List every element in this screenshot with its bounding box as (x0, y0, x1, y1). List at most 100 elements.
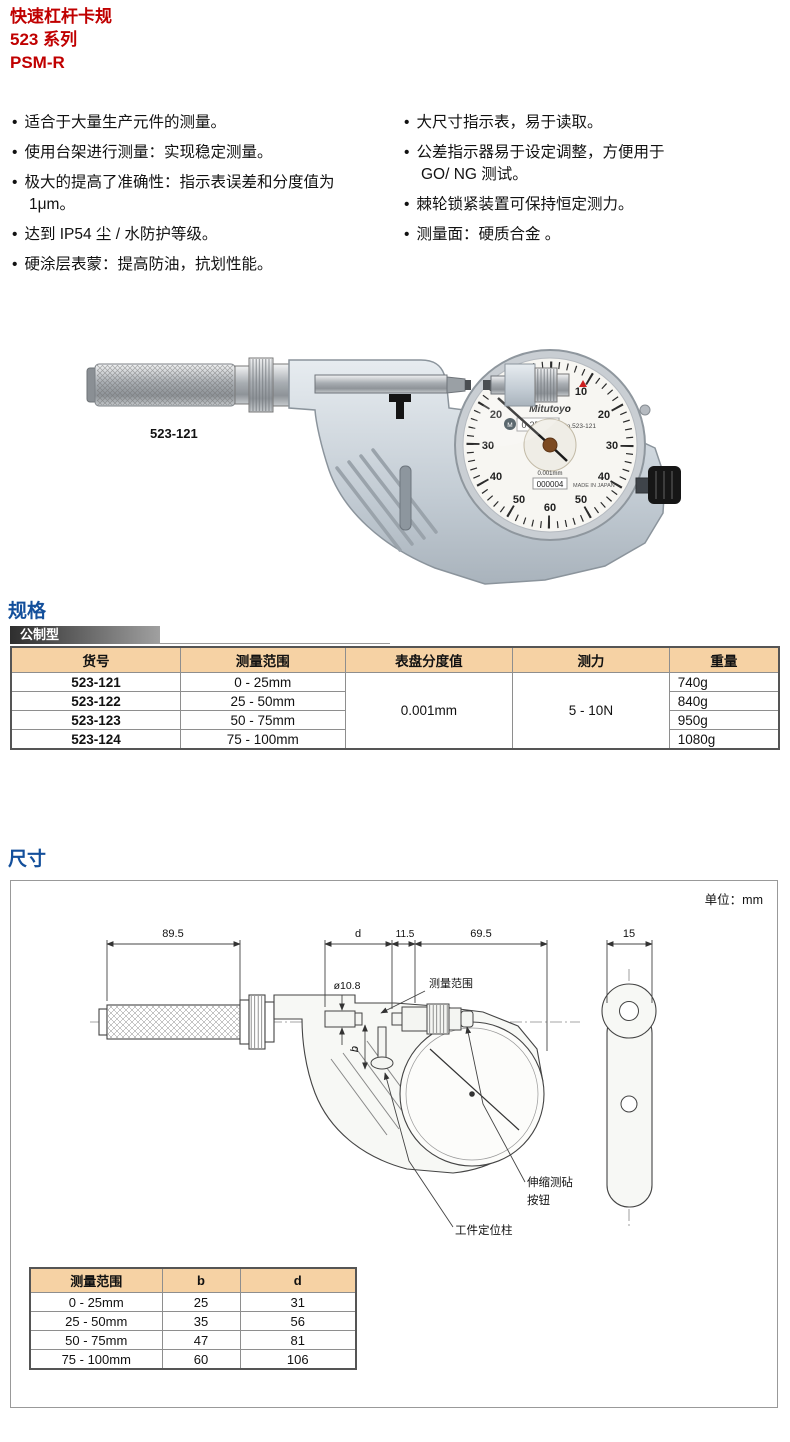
thimble-collar (234, 357, 290, 413)
frame-slot (399, 465, 412, 531)
spindle-assembly (314, 363, 570, 407)
anvil-face-right (483, 380, 491, 390)
dim-15: 15 (623, 928, 635, 940)
spec-col-header: 重量 (668, 646, 780, 673)
feature-list-left: 适合于大量生产元件的测量。 使用台架进行测量：实现稳定测量。 极大的提高了准确性… (12, 112, 404, 284)
spec-range: 75 - 100mm (179, 729, 346, 750)
bd-row: 50 - 75mm 47 81 (29, 1330, 357, 1350)
spec-force: 5 - 10N (512, 672, 670, 750)
spec-range: 25 - 50mm (179, 691, 346, 711)
feature-item: 使用台架进行测量：实现稳定测量。 (12, 142, 355, 164)
feature-item: 棘轮锁紧装置可保持恒定测力。 (404, 194, 683, 216)
spec-code: 523-122 (10, 691, 181, 711)
product-photo: 0 10 20 30 40 50 60 50 40 30 20 10 Mitut… (86, 349, 681, 585)
spec-code: 523-124 (10, 729, 181, 750)
dim-69-5: 69.5 (470, 928, 491, 940)
spec-weight: 950g (668, 710, 780, 730)
counter-window (532, 477, 568, 490)
dial-number: 60 (544, 502, 556, 514)
dial-number: 50 (575, 494, 587, 506)
photo-model-label: 523-121 (150, 426, 198, 441)
bd-b: 47 (161, 1330, 241, 1350)
counter-value: 000004 (537, 480, 564, 489)
spec-code: 523-123 (10, 710, 181, 730)
tolerance-pointer (579, 380, 587, 387)
product-title-line2: 523 系列 (10, 29, 78, 49)
bd-range: 25 - 50mm (29, 1311, 163, 1331)
spec-col-header: 货号 (10, 646, 181, 673)
spec-weight: 1080g (668, 729, 780, 750)
drawing-needle (429, 1048, 520, 1131)
product-title-line1: 快速杠杆卡规 (10, 7, 112, 26)
drawing-dial (399, 1021, 545, 1167)
dial-number: 40 (598, 471, 610, 483)
feature-lists: 适合于大量生产元件的测量。 使用台架进行测量：实现稳定测量。 极大的提高了准确性… (12, 112, 776, 284)
dial-major-ticks (466, 361, 634, 529)
dimensions-section-title: 尺寸 (8, 849, 47, 870)
bd-b: 60 (161, 1349, 241, 1370)
dimension-lines (106, 940, 653, 1228)
anvil-button-label-2: 按钮 (527, 1193, 550, 1207)
spec-code: 523-121 (10, 672, 181, 692)
product-title: 快速杠杆卡规 523 系列 PSM-R (10, 6, 112, 75)
feature-item: 硬涂层表蒙：提高防油，抗划性能。 (12, 254, 355, 276)
bd-range: 75 - 100mm (29, 1349, 163, 1370)
bd-header-row: 测量范围 b d (29, 1267, 357, 1293)
spec-graduation: 0.001mm (344, 672, 514, 750)
bd-col-header: b (161, 1267, 241, 1293)
dial-number: 50 (513, 494, 525, 506)
feature-item: 适合于大量生产元件的测量。 (12, 112, 355, 134)
dim-handle-length: 89.5 (162, 928, 183, 940)
spindle (314, 374, 448, 394)
dial-number: 10 (575, 386, 587, 398)
spec-col-header: 测力 (512, 646, 670, 673)
dial-number: 20 (490, 409, 502, 421)
feature-item: 达到 IP54 尘 / 水防护等级。 (12, 224, 355, 246)
spec-range: 50 - 75mm (179, 710, 346, 730)
bd-col-header: 测量范围 (29, 1267, 163, 1293)
bd-row: 25 - 50mm 35 56 (29, 1311, 357, 1331)
dimensions-box: 单位：mm (10, 880, 778, 1408)
dial-brand: Mitutoyo (529, 404, 571, 415)
anvil-housing (504, 363, 536, 407)
dial-number: 30 (606, 440, 618, 452)
bd-range: 0 - 25mm (29, 1292, 163, 1312)
metric-tab: 公制型 (10, 626, 160, 644)
spec-row: 523-121 0 - 25mm 0.001mm 5 - 10N 740g (10, 672, 780, 750)
frame-screw (639, 404, 651, 416)
bd-d: 81 (239, 1330, 357, 1350)
feature-item: 极大的提高了准确性：指示表误差和分度值为 1μm。 (12, 172, 355, 216)
spec-row: 523-123 50 - 75mm 950g (10, 710, 780, 730)
spec-row: 523-124 75 - 100mm 1080g (10, 729, 780, 750)
feature-item: 大尺寸指示表，易于读取。 (404, 112, 683, 134)
bd-d: 56 (239, 1311, 357, 1331)
bd-d: 31 (239, 1292, 357, 1312)
bd-table: 测量范围 b d 0 - 25mm 25 31 25 - 50mm 35 56 … (29, 1267, 357, 1370)
brand-logo-letter: M (507, 422, 512, 429)
dial-number: 40 (490, 471, 502, 483)
spec-row: 523-122 25 - 50mm 840g (10, 691, 780, 711)
drawing-pillar (370, 1026, 394, 1070)
dimension-drawing: 89.5 d 11.5 69.5 15 ø10.8 测量范围 b 伸缩测砧 按钮… (90, 928, 657, 1237)
anvil-face-left (465, 380, 471, 390)
tab-underline (160, 643, 390, 644)
feature-item: 公差指示器易于设定调整，方便用于 GO/ NG 测试。 (404, 142, 683, 186)
drawing-spindle-assembly (324, 1003, 474, 1035)
brand-logo-icon (504, 418, 516, 430)
measuring-range-label: 测量范围 (429, 976, 473, 990)
needle-hub (542, 437, 558, 453)
dim-11-5: 11.5 (396, 929, 415, 940)
bd-col-header: d (239, 1267, 357, 1293)
bd-row: 75 - 100mm 60 106 (29, 1349, 357, 1370)
spec-weight: 840g (668, 691, 780, 711)
made-in-label: MADE IN JAPAN (573, 483, 615, 489)
dial-number: 30 (482, 440, 494, 452)
spec-weight: 740g (668, 672, 780, 692)
anvil-button-label-1: 伸缩测砧 (527, 1175, 573, 1189)
bd-b: 25 (161, 1292, 241, 1312)
unit-label: 单位：mm (704, 893, 763, 907)
spec-table: 货号 测量范围 表盘分度值 测力 重量 523-121 0 - 25mm 0.0… (10, 646, 780, 750)
product-title-line3: PSM-R (10, 52, 65, 72)
bd-b: 35 (161, 1311, 241, 1331)
